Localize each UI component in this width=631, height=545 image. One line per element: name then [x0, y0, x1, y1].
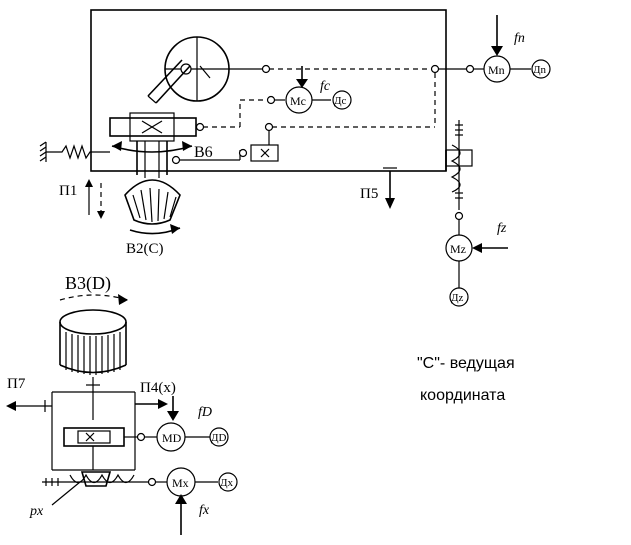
px-leader [51, 481, 81, 506]
svg-text:Mn: Mn [488, 63, 505, 77]
carriage-frame [51, 377, 137, 471]
force-c-label: fc [320, 79, 331, 94]
brush-tool [124, 179, 181, 225]
svg-text:ДD: ДD [211, 432, 227, 444]
force-x-label: fx [199, 503, 210, 518]
motor-n: Mn Дn [483, 55, 551, 83]
svg-text:Mx: Mx [172, 476, 189, 490]
motor-D: MD ДD [156, 422, 229, 452]
label-P5: П5 [360, 186, 378, 202]
label-P7: П7 [7, 376, 26, 392]
drum [59, 309, 127, 375]
force-D-label: fD [198, 405, 212, 420]
svg-text:Дn: Дn [533, 64, 547, 76]
force-n-label: fn [514, 31, 525, 46]
P5-arrow [383, 167, 397, 209]
spindle-head [109, 112, 205, 178]
label-P4x: П4(x) [140, 380, 176, 396]
force-D-arrow [167, 396, 179, 421]
encoder-box [250, 144, 279, 162]
svg-text:Дc: Дc [334, 95, 347, 107]
force-x-arrow [175, 494, 187, 535]
spring [39, 141, 110, 162]
label-B2C: B2(C) [126, 241, 164, 257]
force-z-arrow [472, 243, 508, 253]
label-B3D: B3(D) [65, 273, 111, 294]
force-n-arrow [491, 15, 503, 56]
note-line2: координата [420, 387, 505, 404]
svg-text:Mz: Mz [450, 242, 466, 256]
svg-text:MD: MD [162, 431, 182, 445]
note-line1: "C"- ведущая [417, 355, 515, 372]
P7-arrow [6, 400, 52, 412]
link-arm [147, 59, 211, 104]
upper-frame [90, 9, 447, 172]
motor-c: Mc Дc [285, 86, 352, 114]
motor-z: Mz Дz [445, 234, 473, 307]
svg-text:Дz: Дz [451, 292, 464, 304]
label-B6: B6 [194, 144, 213, 161]
svg-text:Mc: Mc [290, 94, 306, 108]
force-z-label: fz [497, 221, 507, 236]
motor-x: Mx Дx [166, 467, 238, 497]
force-c-arrow [296, 66, 308, 88]
P1-arrows [85, 179, 105, 219]
svg-text:Дx: Дx [220, 477, 234, 489]
label-P1: П1 [59, 183, 77, 199]
P4-arrow [135, 399, 168, 409]
lead-screw-x [42, 471, 148, 487]
lead-screw-z [445, 120, 473, 210]
label-px: px [29, 504, 44, 519]
